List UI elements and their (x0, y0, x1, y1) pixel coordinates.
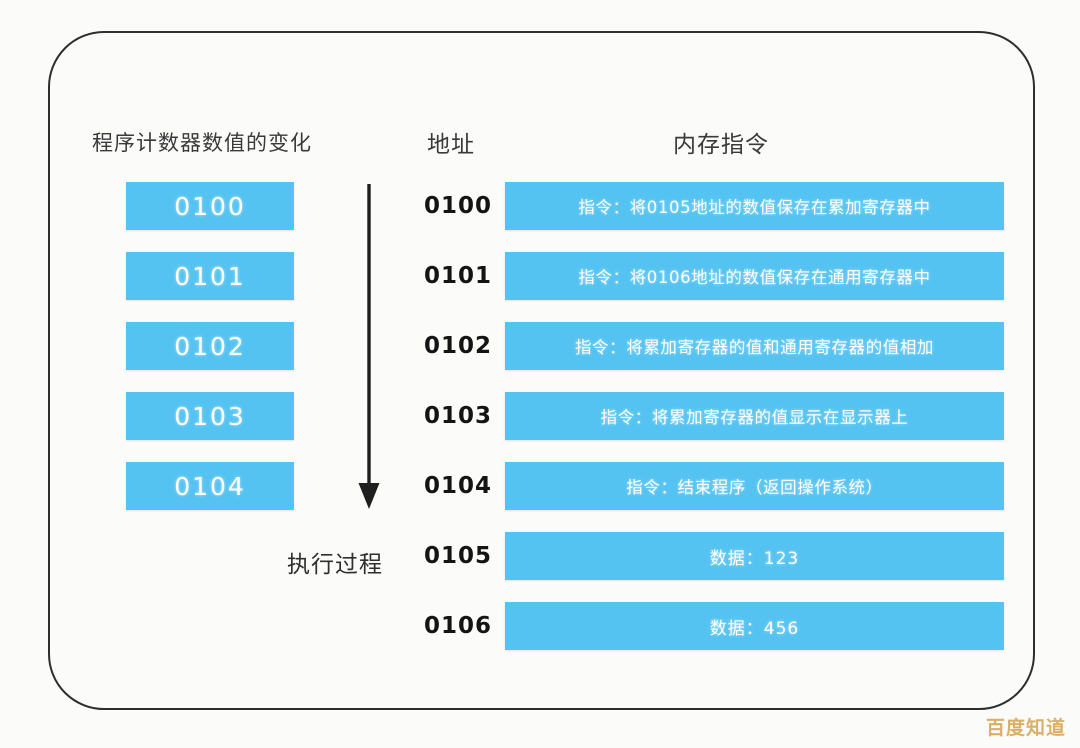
memory-address: 0100 (424, 193, 493, 219)
memory-address: 0104 (424, 473, 493, 499)
table-row: 0104 指令：结束程序（返回操作系统） (424, 462, 1004, 510)
table-row: 0106 数据：456 (424, 602, 1004, 650)
memory-instruction-text: 指令：将累加寄存器的值和通用寄存器的值相加 (574, 338, 935, 357)
memory-address: 0101 (424, 263, 493, 289)
column-header-address: 地址 (427, 132, 475, 158)
diagram-card (48, 31, 1035, 710)
program-counter-box: 0104 (126, 462, 294, 510)
program-counter-value: 0103 (174, 401, 246, 431)
program-counter-box: 0101 (126, 252, 294, 300)
memory-instruction-bar: 指令：将累加寄存器的值和通用寄存器的值相加 (505, 322, 1004, 370)
arrow-down-icon (358, 184, 380, 509)
memory-data-text: 数据：123 (709, 548, 800, 569)
table-row: 0103 指令：将累加寄存器的值显示在显示器上 (424, 392, 1004, 440)
execution-process-label: 执行过程 (287, 552, 383, 578)
program-counter-value: 0101 (174, 261, 246, 291)
table-row: 0100 指令：将0105地址的数值保存在累加寄存器中 (424, 182, 1004, 230)
column-header-program-counter: 程序计数器数值的变化 (92, 131, 312, 155)
program-counter-value: 0100 (174, 191, 246, 221)
memory-instruction-bar: 指令：结束程序（返回操作系统） (505, 462, 1004, 510)
memory-data-text: 数据：456 (709, 618, 800, 639)
program-counter-box: 0100 (126, 182, 294, 230)
memory-table: 0100 指令：将0105地址的数值保存在累加寄存器中 0101 指令：将010… (424, 182, 1004, 672)
memory-instruction-bar: 指令：将0105地址的数值保存在累加寄存器中 (505, 182, 1004, 230)
column-header-memory-instruction: 内存指令 (673, 132, 769, 158)
memory-data-bar: 数据：456 (505, 602, 1004, 650)
memory-address: 0103 (424, 403, 493, 429)
memory-address: 0105 (424, 543, 493, 569)
table-row: 0105 数据：123 (424, 532, 1004, 580)
memory-instruction-bar: 指令：将0106地址的数值保存在通用寄存器中 (505, 252, 1004, 300)
program-counter-column: 0100 0101 0102 0103 0104 (126, 182, 294, 532)
table-row: 0101 指令：将0106地址的数值保存在通用寄存器中 (424, 252, 1004, 300)
memory-address: 0106 (424, 613, 493, 639)
memory-data-bar: 数据：123 (505, 532, 1004, 580)
memory-instruction-text: 指令：将0106地址的数值保存在通用寄存器中 (578, 268, 931, 287)
memory-instruction-text: 指令：结束程序（返回操作系统） (626, 478, 883, 497)
program-counter-box: 0103 (126, 392, 294, 440)
memory-instruction-bar: 指令：将累加寄存器的值显示在显示器上 (505, 392, 1004, 440)
memory-instruction-text: 指令：将0105地址的数值保存在累加寄存器中 (578, 198, 931, 217)
memory-address: 0102 (424, 333, 493, 359)
program-counter-value: 0102 (174, 331, 246, 361)
memory-instruction-text: 指令：将累加寄存器的值显示在显示器上 (600, 408, 909, 427)
program-counter-value: 0104 (174, 471, 246, 501)
watermark: 百度知道 (985, 717, 1066, 739)
program-counter-box: 0102 (126, 322, 294, 370)
table-row: 0102 指令：将累加寄存器的值和通用寄存器的值相加 (424, 322, 1004, 370)
